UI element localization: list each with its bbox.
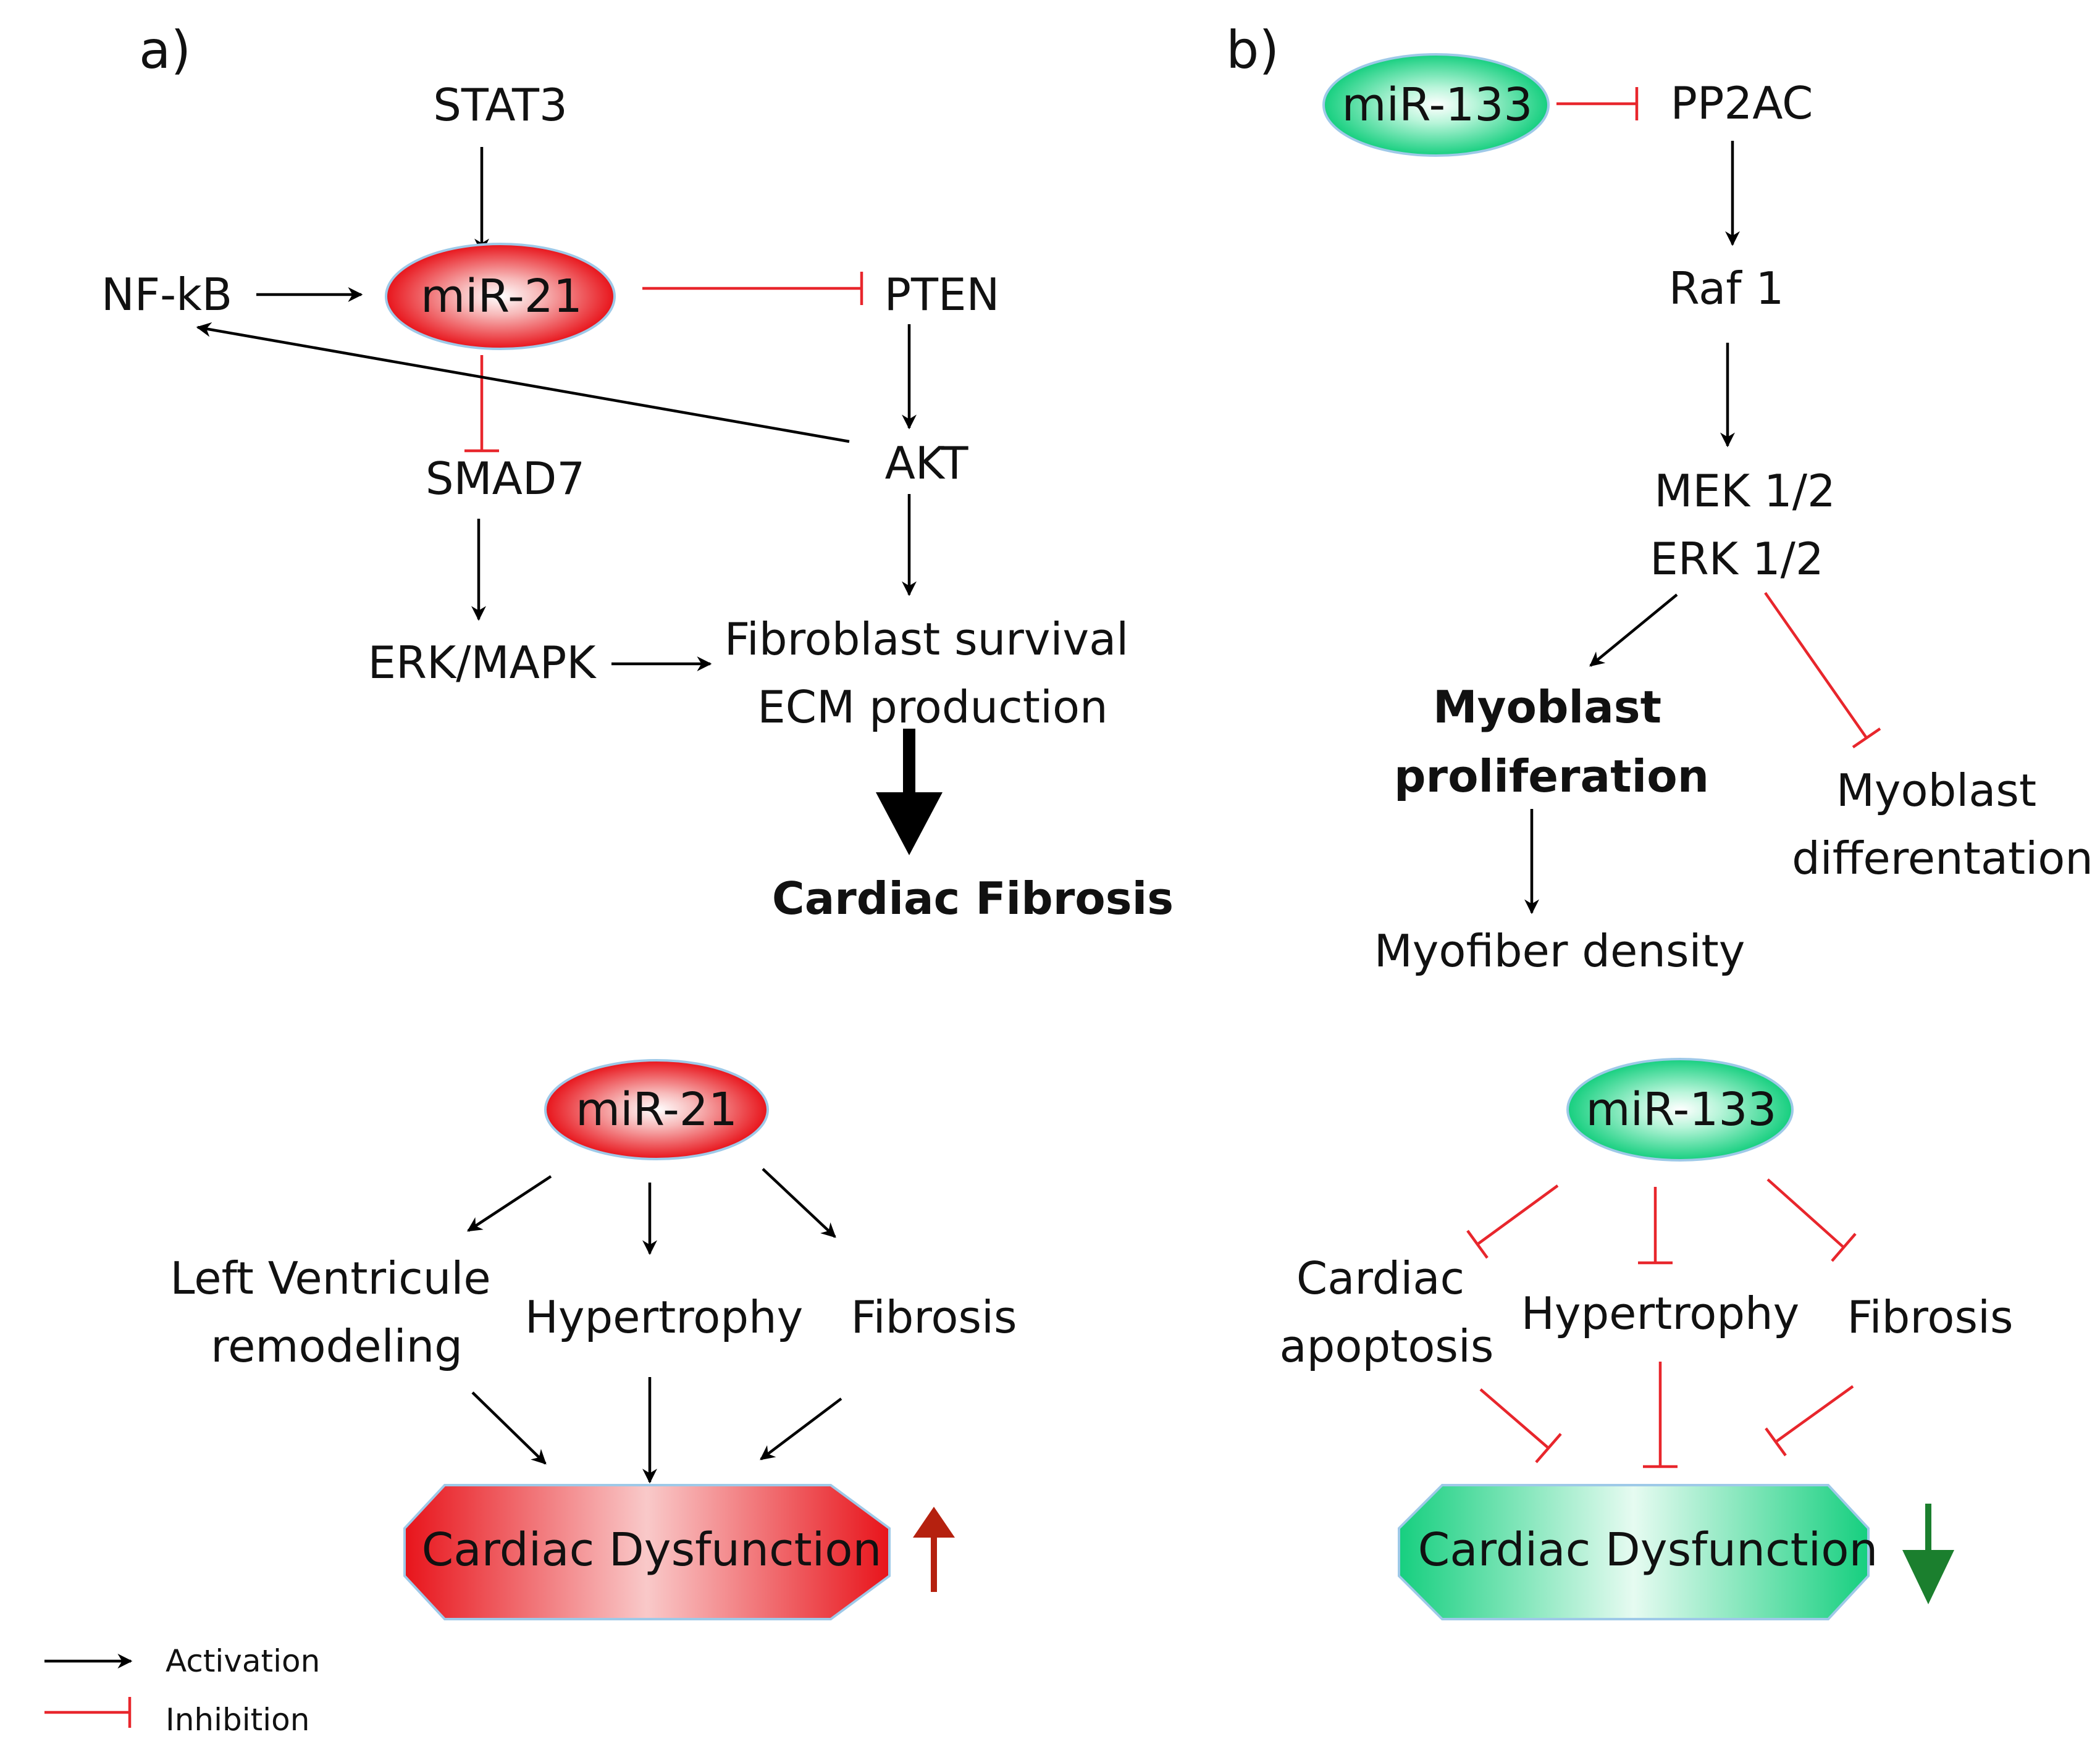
mir21-node	[385, 243, 616, 350]
myoblast-prolif-line2: proliferation	[1394, 750, 1709, 802]
thick-arrow-head	[876, 792, 943, 855]
myoblast-diff-line2: differentation	[1792, 832, 2093, 884]
pp2ac-label: PP2AC	[1671, 77, 1813, 129]
fibrosis-a-label: Fibrosis	[851, 1291, 1017, 1343]
arrow-akt-nfkb	[196, 322, 850, 443]
arrow-fibrosis-dysfunction	[760, 1397, 842, 1460]
down-arrow-head	[1902, 1550, 1954, 1604]
erkmapk-label: ERK/MAPK	[368, 637, 597, 689]
cardiac-dysfunction-a-label: Cardiac Dysfunction	[422, 1523, 882, 1577]
inhibit-fibrosis-dysfunction	[1774, 1385, 1854, 1443]
cardiac-dysfunction-b-label: Cardiac Dysfunction	[1418, 1523, 1878, 1577]
fibrosis-b-label: Fibrosis	[1847, 1291, 2014, 1343]
myoblast-prolif-line1: Myoblast	[1433, 681, 1661, 733]
mir21-bottom-label: miR-21	[576, 1083, 737, 1136]
fibroblast-survival-label: Fibroblast survival	[724, 613, 1129, 665]
panel-b-label: b)	[1226, 20, 1279, 80]
inhibit-apoptosis-dysfunction	[1479, 1388, 1550, 1449]
apoptosis-line2: apoptosis	[1280, 1320, 1494, 1372]
myofiber-density-label: Myofiber density	[1374, 925, 1745, 977]
mir133-label: miR-133	[1342, 78, 1532, 132]
arrow-mir21-lv	[466, 1175, 552, 1232]
apoptosis-line1: Cardiac	[1296, 1252, 1464, 1304]
arrow-erk-prolif	[1589, 593, 1678, 667]
mek-label: MEK 1/2	[1654, 465, 1836, 517]
raf1-label: Raf 1	[1669, 262, 1784, 314]
inhibit-apoptosis-dysfunction-bar	[1535, 1433, 1562, 1464]
pten-label: PTEN	[884, 269, 1000, 320]
hypertrophy-b-label: Hypertrophy	[1521, 1288, 1800, 1339]
mir21-label: miR-21	[421, 270, 582, 323]
ecm-production-label: ECM production	[757, 681, 1107, 733]
lv-line2-label: remodeling	[211, 1320, 463, 1372]
mir21-bottom-node	[544, 1059, 769, 1160]
inhibit-mir133-fibrosis	[1766, 1178, 1845, 1249]
akt-label: AKT	[885, 437, 969, 489]
myoblast-diff-line1: Myoblast	[1836, 764, 2036, 816]
inhibit-erk-diff	[1764, 592, 1868, 739]
inhibit-erk-diff-bar	[1852, 727, 1881, 748]
inhibit-mir133-fibrosis-bar	[1831, 1233, 1857, 1262]
smad7-label: SMAD7	[426, 453, 585, 505]
cardiac-dysfunction-a-node	[403, 1484, 891, 1620]
mir133-bottom-node	[1566, 1058, 1794, 1162]
up-arrow-head	[913, 1507, 955, 1538]
erk-label: ERK 1/2	[1650, 533, 1824, 585]
inhibit-mir133-apoptosis-bar	[1466, 1229, 1489, 1259]
cardiac-dysfunction-b-node	[1398, 1484, 1870, 1620]
lv-line1-label: Left Ventricule	[170, 1252, 490, 1304]
nfkb-label: NF-kB	[101, 269, 232, 320]
legend-activation-label: Activation	[166, 1643, 320, 1679]
hypertrophy-a-label: Hypertrophy	[525, 1291, 804, 1343]
inhibit-mir133-apoptosis	[1476, 1184, 1559, 1246]
stat3-label: STAT3	[433, 79, 568, 131]
mir133-node	[1322, 53, 1550, 157]
arrow-mir21-fibrosis	[762, 1168, 836, 1238]
legend-inhibition-label: Inhibition	[166, 1702, 309, 1738]
inhibit-fibrosis-dysfunction-bar	[1765, 1427, 1787, 1457]
mir133-bottom-label: miR-133	[1586, 1083, 1776, 1136]
cardiac-fibrosis-label: Cardiac Fibrosis	[772, 873, 1174, 924]
panel-a-label: a)	[139, 20, 191, 80]
arrow-lv-dysfunction	[471, 1391, 547, 1465]
